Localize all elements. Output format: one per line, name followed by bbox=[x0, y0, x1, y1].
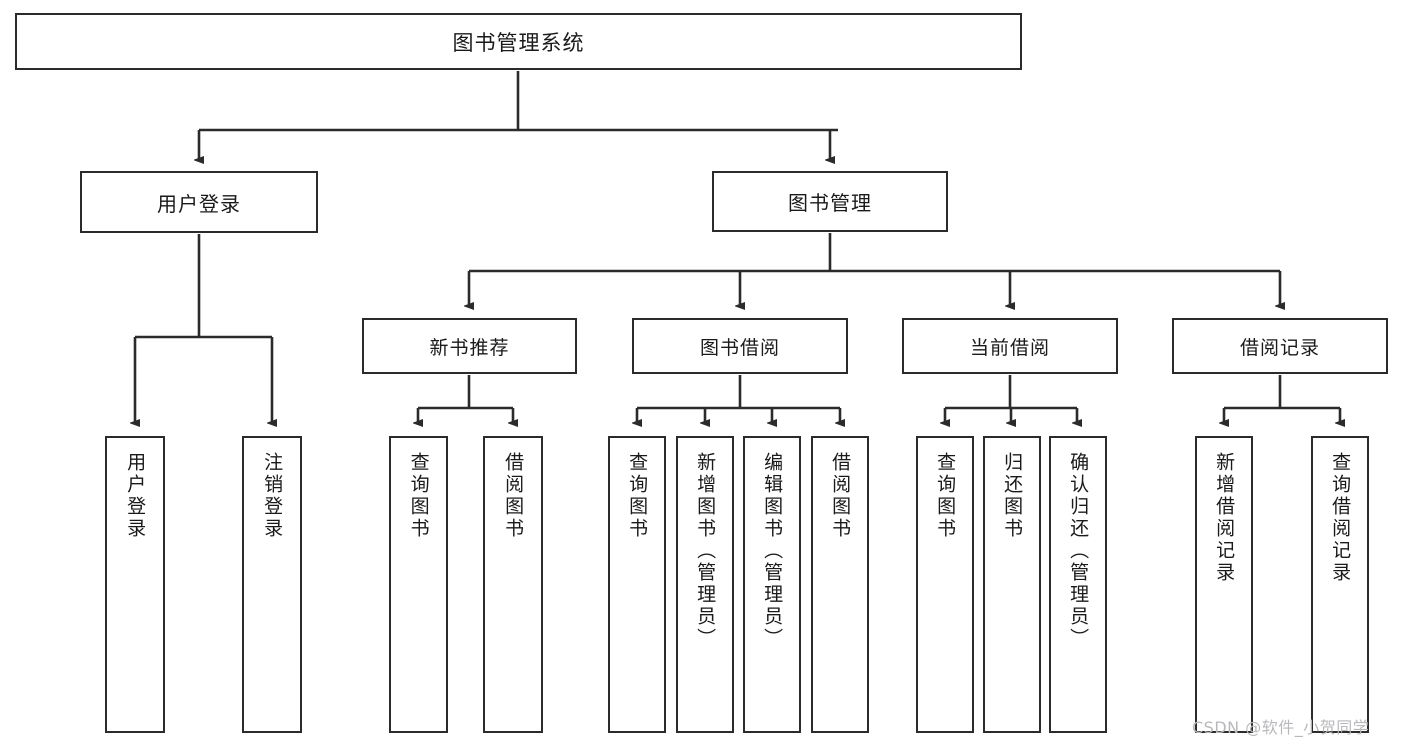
leaf-query-book-recommend[interactable]: 查询图书 bbox=[389, 436, 448, 733]
node-label: 查询图书 bbox=[626, 452, 649, 540]
node-label: 借阅图书 bbox=[502, 452, 525, 540]
leaf-query-borrow-record[interactable]: 查询借阅记录 bbox=[1311, 436, 1369, 733]
leaf-logout-login[interactable]: 注销登录 bbox=[242, 436, 302, 733]
node-label: 借阅图书 bbox=[829, 452, 852, 540]
node-root-book-management-system[interactable]: 图书管理系统 bbox=[15, 13, 1022, 70]
leaf-add-borrow-record[interactable]: 新增借阅记录 bbox=[1195, 436, 1253, 733]
node-label: 用户登录 bbox=[124, 452, 147, 540]
node-label: 用户登录 bbox=[157, 191, 241, 216]
node-label: 新增借阅记录 bbox=[1213, 452, 1236, 584]
node-label: 新增图书（管理员） bbox=[694, 452, 717, 650]
node-new-book-recommend[interactable]: 新书推荐 bbox=[362, 318, 577, 374]
csdn-watermark: CSDN @软件_小贺同学 bbox=[1192, 718, 1370, 737]
leaf-borrow-book[interactable]: 借阅图书 bbox=[811, 436, 869, 733]
node-label: 查询借阅记录 bbox=[1329, 452, 1352, 584]
leaf-borrow-book-recommend[interactable]: 借阅图书 bbox=[483, 436, 543, 733]
node-label: 图书借阅 bbox=[699, 336, 780, 359]
leaf-user-login[interactable]: 用户登录 bbox=[105, 436, 165, 733]
node-label: 确认归还（管理员） bbox=[1067, 452, 1090, 650]
leaf-edit-book-admin[interactable]: 编辑图书（管理员） bbox=[743, 436, 801, 733]
leaf-query-book-borrow[interactable]: 查询图书 bbox=[608, 436, 666, 733]
node-label: 图书管理系统 bbox=[452, 30, 585, 55]
leaf-confirm-return-admin[interactable]: 确认归还（管理员） bbox=[1049, 436, 1107, 733]
leaf-add-book-admin[interactable]: 新增图书（管理员） bbox=[676, 436, 734, 733]
node-label: 借阅记录 bbox=[1239, 336, 1320, 359]
node-current-borrow[interactable]: 当前借阅 bbox=[902, 318, 1118, 374]
node-book-borrow[interactable]: 图书借阅 bbox=[632, 318, 848, 374]
leaf-return-book[interactable]: 归还图书 bbox=[983, 436, 1041, 733]
node-label: 编辑图书（管理员） bbox=[761, 452, 784, 650]
node-label: 当前借阅 bbox=[969, 336, 1050, 359]
node-user-login[interactable]: 用户登录 bbox=[80, 171, 318, 233]
node-label: 查询图书 bbox=[934, 452, 957, 540]
node-borrow-record[interactable]: 借阅记录 bbox=[1172, 318, 1388, 374]
node-label: 注销登录 bbox=[261, 452, 284, 540]
node-label: 归还图书 bbox=[1001, 452, 1024, 540]
node-label: 新书推荐 bbox=[429, 336, 510, 359]
leaf-query-book-current[interactable]: 查询图书 bbox=[916, 436, 974, 733]
node-label: 查询图书 bbox=[407, 452, 430, 540]
node-book-management[interactable]: 图书管理 bbox=[712, 171, 948, 232]
node-label: 图书管理 bbox=[788, 191, 872, 215]
